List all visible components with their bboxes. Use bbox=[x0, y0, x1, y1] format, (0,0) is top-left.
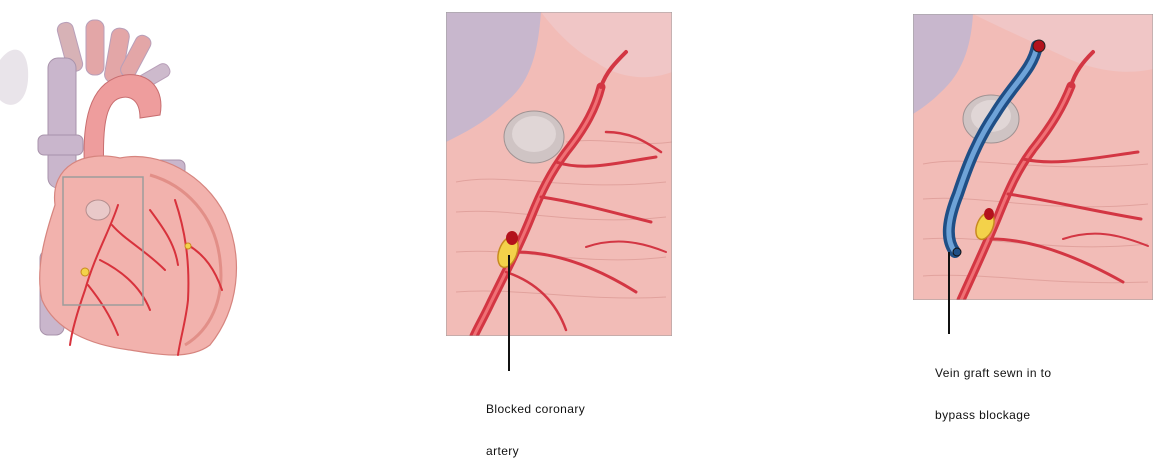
blocked-artery-label-line2: artery bbox=[486, 444, 585, 458]
vein-graft-label-line2: bypass blockage bbox=[935, 408, 1051, 422]
vein-graft-label-line1: Vein graft sewn in to bbox=[935, 366, 1051, 380]
blocked-artery-pointer-line bbox=[508, 255, 510, 371]
vein-graft-pointer-line bbox=[948, 252, 950, 334]
blocked-artery-label: Blocked coronary artery bbox=[486, 374, 585, 472]
blocked-artery-closeup bbox=[446, 12, 672, 336]
blocked-artery-label-line1: Blocked coronary bbox=[486, 402, 585, 416]
vein-graft-label: Vein graft sewn in to bypass blockage bbox=[935, 338, 1051, 436]
heart-overview-illustration bbox=[0, 0, 270, 370]
